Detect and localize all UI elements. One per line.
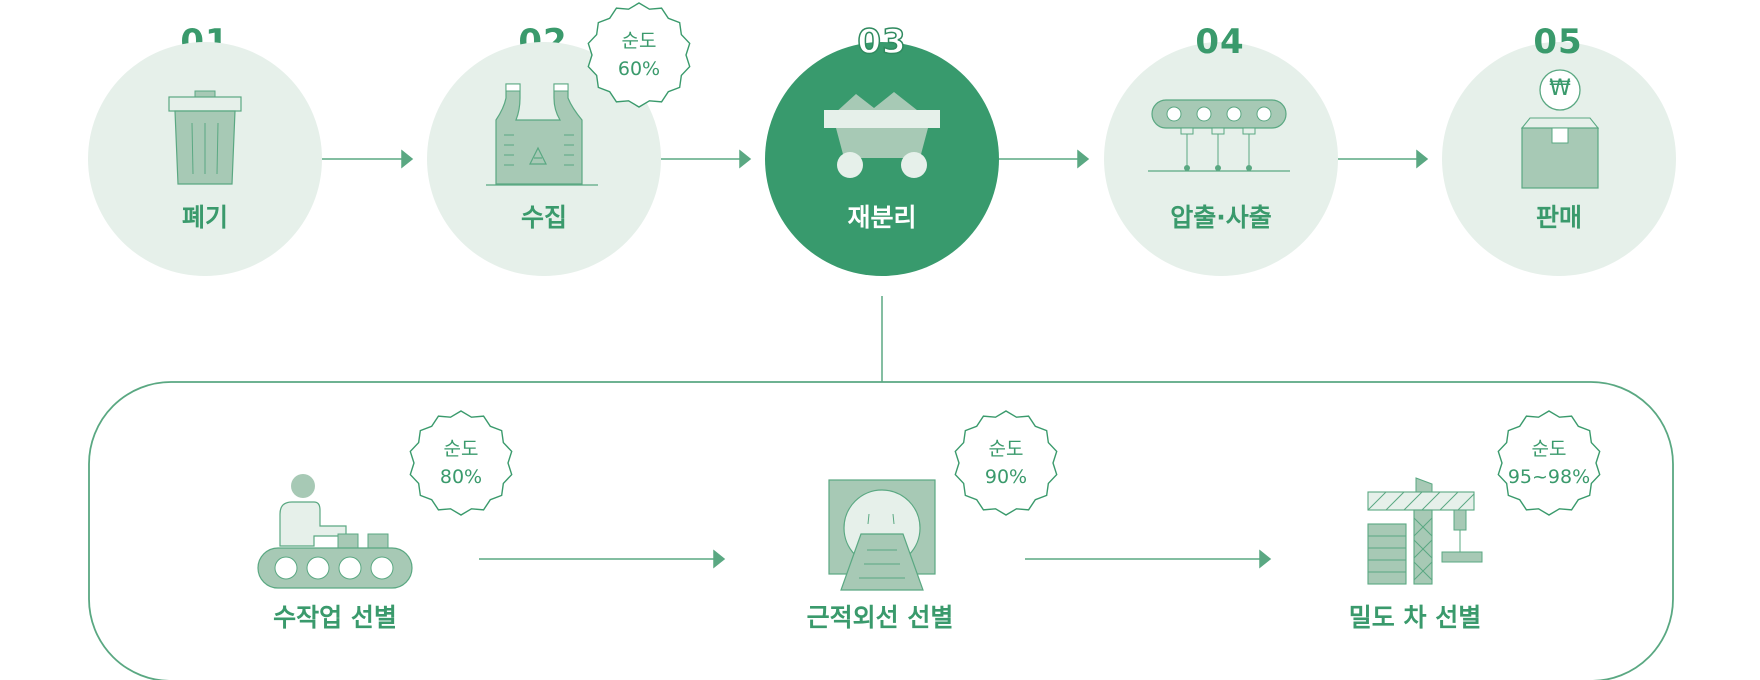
density-crane-icon — [1367, 477, 1483, 585]
badge-label: 순도 — [443, 438, 479, 460]
purity-badge-substep-2-text: 순도 90% — [951, 435, 1061, 491]
step-number-04: 04 — [1195, 22, 1245, 62]
badge-value: 90% — [984, 466, 1028, 488]
purity-badge-substep-3 — [1497, 410, 1601, 516]
purity-badge-substep-1-text: 순도 80% — [406, 435, 516, 491]
badge-label: 순도 — [988, 438, 1024, 460]
step-label-03: 재분리 — [847, 203, 917, 232]
purity-badge-substep-1 — [409, 410, 513, 516]
won-symbol: ₩ — [1549, 76, 1571, 101]
step-circle-03 — [765, 42, 999, 276]
substep-label-1: 수작업 선별 — [273, 603, 397, 632]
manual-sorting-icon — [257, 474, 413, 589]
step-label-01: 폐기 — [181, 203, 228, 232]
recycle-bag-icon — [486, 83, 598, 186]
step-label-04: 압출·사출 — [1170, 203, 1272, 232]
mining-cart-icon — [824, 92, 940, 178]
badge-value: 95~98% — [1507, 466, 1591, 488]
substep-label-3: 밀도 차 선별 — [1348, 603, 1482, 632]
purity-badge-substep-3-text: 순도 95~98% — [1494, 435, 1604, 491]
substep-label-2: 근적외선 선별 — [806, 603, 954, 632]
badge-value: 60% — [617, 58, 661, 80]
step-number-03: 03 — [857, 21, 907, 63]
purity-badge-step-02 — [587, 2, 691, 108]
step-label-02: 수집 — [520, 203, 567, 232]
trash-can-icon — [168, 90, 242, 185]
badge-label: 순도 — [621, 30, 657, 52]
nir-scanner-icon — [828, 479, 936, 591]
purity-badge-step-02-text: 순도 60% — [584, 27, 694, 83]
box-won-icon — [1520, 69, 1600, 189]
conveyor-press-icon — [1148, 99, 1290, 172]
step-number-05: 05 — [1533, 22, 1583, 62]
badge-label: 순도 — [1531, 438, 1567, 460]
purity-badge-substep-2 — [954, 410, 1058, 516]
step-circle-04 — [1104, 42, 1338, 276]
badge-value: 80% — [439, 466, 483, 488]
step-label-05: 판매 — [1535, 203, 1582, 232]
